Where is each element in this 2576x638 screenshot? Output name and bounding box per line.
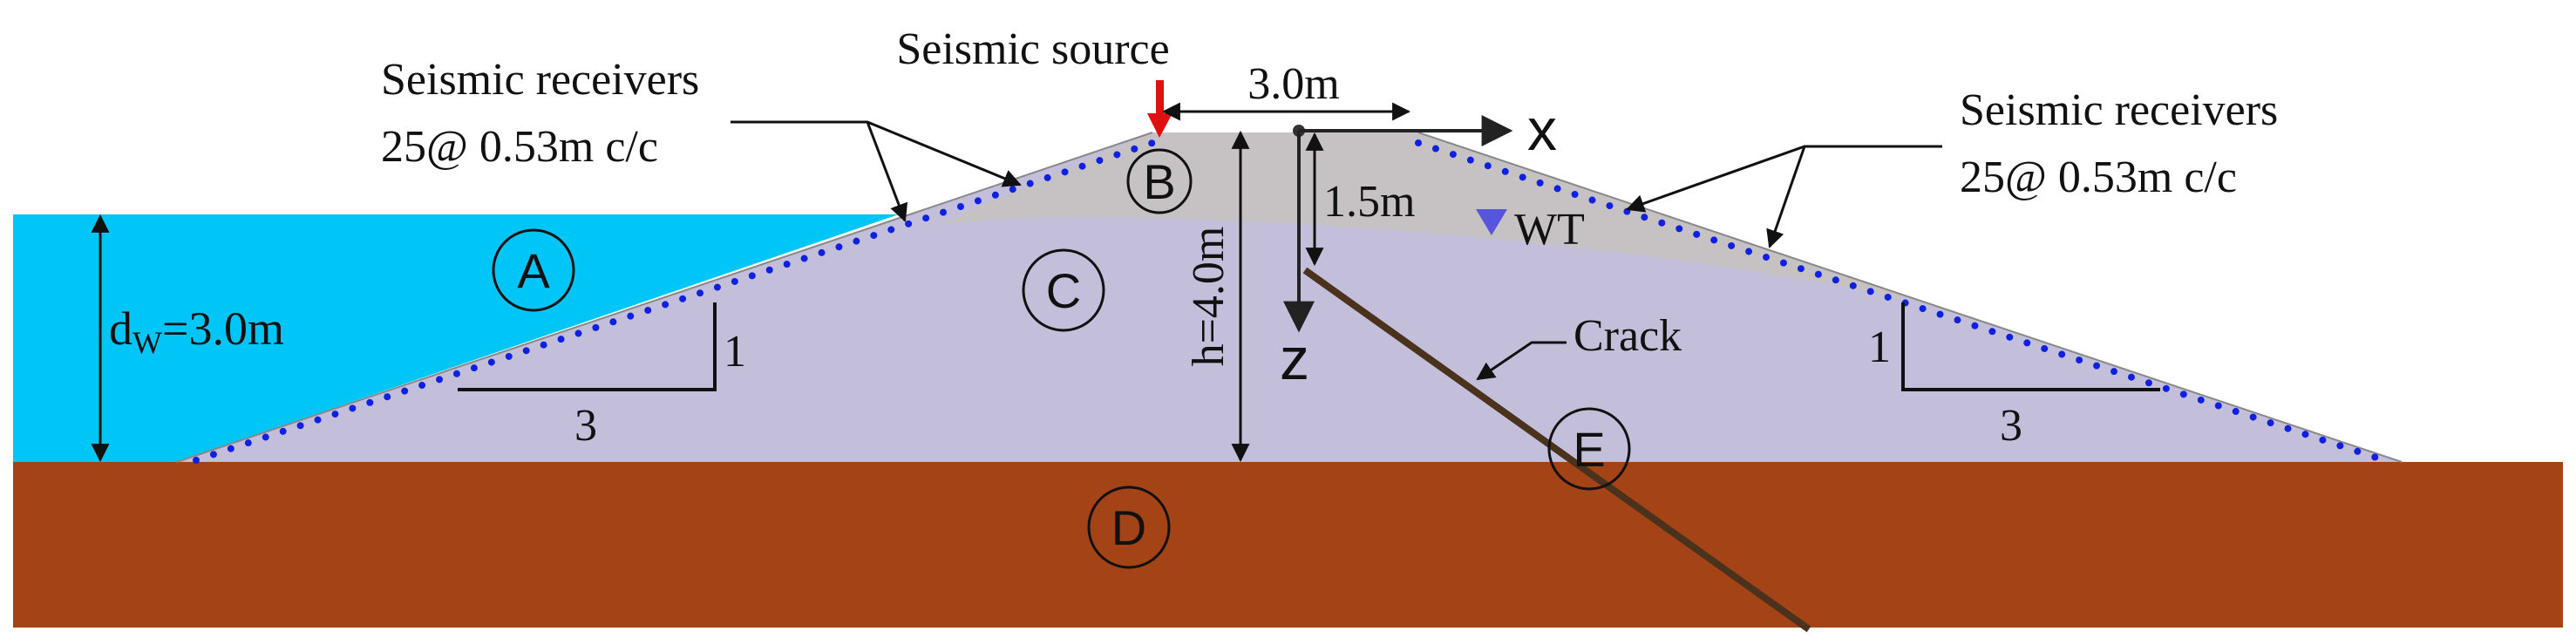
water-depth-label: dW=3.0m	[109, 302, 284, 360]
receivers-left-label-line1: Seismic receivers	[381, 55, 699, 105]
svg-text:D: D	[1111, 500, 1146, 555]
svg-text:A: A	[517, 243, 550, 298]
receivers-right-leader-branch	[1766, 146, 1806, 248]
foundation	[13, 462, 2563, 628]
receivers-right-label-line2: 25@ 0.53m c/c	[1960, 153, 2237, 202]
water-table-icon	[1476, 209, 1507, 235]
height-dimension-label: h=4.0m	[1184, 227, 1234, 367]
slope-indicator-left	[458, 302, 717, 391]
svg-text:B: B	[1143, 154, 1175, 209]
water-body	[13, 214, 899, 462]
zone-a-marker: A	[492, 228, 575, 312]
crack-label: Crack	[1573, 311, 1682, 361]
zone-d-marker: D	[1087, 485, 1171, 569]
water-table-label: WT	[1514, 205, 1585, 255]
receivers-right-label-line1: Seismic receivers	[1960, 85, 2278, 135]
zone-c-marker: C	[1022, 248, 1105, 332]
crack-leader	[1476, 341, 1567, 381]
x-axis-label: x	[1527, 97, 1557, 163]
receivers-left-leader-branch	[866, 121, 908, 222]
receivers-left-label-line2: 25@ 0.53m c/c	[381, 122, 658, 172]
embankment-body	[177, 132, 2402, 462]
slope-indicator-right	[1901, 302, 2160, 391]
slope-right-rise: 1	[1868, 322, 1891, 372]
slope-left-run: 3	[574, 401, 597, 451]
slope-right-edge	[1417, 132, 2403, 463]
receivers-left-leader	[731, 120, 1022, 187]
receivers-left-dots	[193, 139, 1156, 464]
z-axis-label: z	[1280, 326, 1309, 392]
zone-e-marker: E	[1547, 407, 1631, 491]
dry-zone	[935, 132, 1920, 302]
source-arrow-icon	[1147, 80, 1172, 138]
zone-b-marker: B	[1126, 148, 1193, 214]
crack-line	[1302, 267, 1811, 633]
slope-left-rise: 1	[724, 327, 746, 377]
slope-right-run: 3	[2000, 401, 2022, 451]
svg-text:C: C	[1046, 263, 1081, 318]
source-label: Seismic source	[896, 24, 1169, 74]
depth-dimension-label: 1.5m	[1323, 177, 1415, 227]
svg-text:E: E	[1573, 422, 1605, 477]
slope-left-edge	[176, 132, 1153, 463]
width-dimension-label: 3.0m	[1247, 59, 1339, 109]
